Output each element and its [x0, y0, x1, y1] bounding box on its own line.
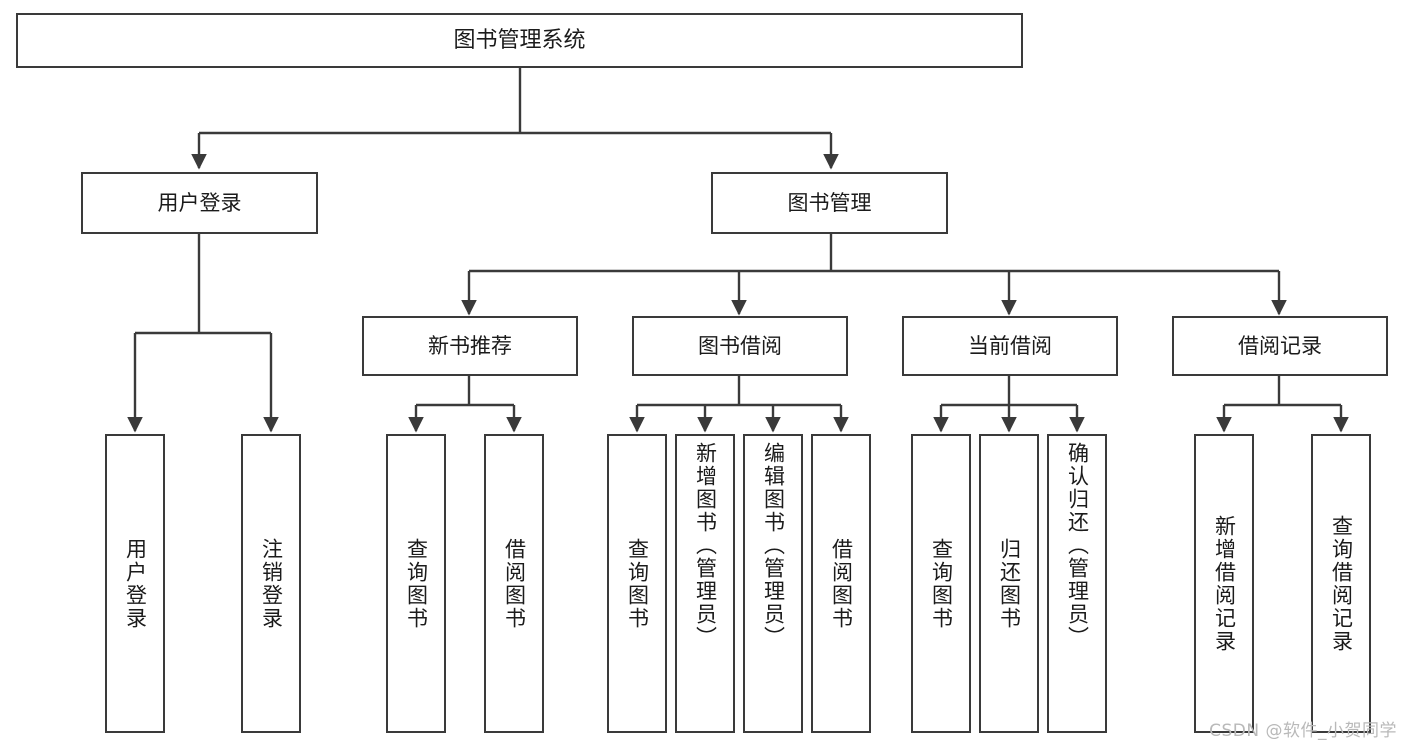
node-new-book-recommend[interactable]: 新书推荐 [362, 316, 578, 376]
node-user-login[interactable]: 用户登录 [81, 172, 318, 234]
node-book-borrow[interactable]: 图书借阅 [632, 316, 848, 376]
leaf-query-record-label: 查询借阅记录 [1329, 514, 1354, 653]
leaf-query-book-2-label: 查询图书 [625, 537, 650, 630]
leaf-confirm-return-label: 确认归还（管理员） [1065, 442, 1090, 649]
leaf-return-book[interactable]: 归还图书 [979, 434, 1039, 733]
leaf-add-book[interactable]: 新增图书（管理员） [675, 434, 735, 733]
node-book-manage[interactable]: 图书管理 [711, 172, 948, 234]
node-new-book-recommend-label: 新书推荐 [428, 333, 512, 358]
watermark: CSDN @软件_小贺同学 [1209, 721, 1397, 741]
leaf-logout-login-label: 注销登录 [259, 537, 284, 630]
leaf-edit-book-label: 编辑图书（管理员） [761, 442, 786, 649]
node-root[interactable]: 图书管理系统 [16, 13, 1023, 68]
node-current-borrow-label: 当前借阅 [968, 333, 1052, 358]
leaf-edit-book[interactable]: 编辑图书（管理员） [743, 434, 803, 733]
leaf-query-book-2[interactable]: 查询图书 [607, 434, 667, 733]
leaf-query-record[interactable]: 查询借阅记录 [1311, 434, 1371, 733]
leaf-borrow-book-1[interactable]: 借阅图书 [484, 434, 544, 733]
leaf-query-book-1-label: 查询图书 [404, 537, 429, 630]
leaf-add-record-label: 新增借阅记录 [1212, 514, 1237, 653]
leaf-borrow-book-2[interactable]: 借阅图书 [811, 434, 871, 733]
node-book-manage-label: 图书管理 [787, 190, 872, 215]
leaf-user-login[interactable]: 用户登录 [105, 434, 165, 733]
node-book-borrow-label: 图书借阅 [698, 333, 782, 358]
leaf-borrow-book-2-label: 借阅图书 [829, 537, 854, 630]
leaf-logout-login[interactable]: 注销登录 [241, 434, 301, 733]
leaf-query-book-1[interactable]: 查询图书 [386, 434, 446, 733]
node-user-login-label: 用户登录 [157, 190, 242, 215]
leaf-add-record[interactable]: 新增借阅记录 [1194, 434, 1254, 733]
leaf-query-book-3-label: 查询图书 [929, 537, 954, 630]
node-current-borrow[interactable]: 当前借阅 [902, 316, 1118, 376]
node-borrow-record-label: 借阅记录 [1238, 333, 1322, 358]
leaf-user-login-label: 用户登录 [123, 537, 148, 630]
leaf-borrow-book-1-label: 借阅图书 [502, 537, 527, 630]
leaf-add-book-label: 新增图书（管理员） [693, 442, 718, 649]
leaf-query-book-3[interactable]: 查询图书 [911, 434, 971, 733]
node-root-label: 图书管理系统 [453, 27, 586, 53]
leaf-confirm-return[interactable]: 确认归还（管理员） [1047, 434, 1107, 733]
leaf-return-book-label: 归还图书 [997, 537, 1022, 630]
node-borrow-record[interactable]: 借阅记录 [1172, 316, 1388, 376]
